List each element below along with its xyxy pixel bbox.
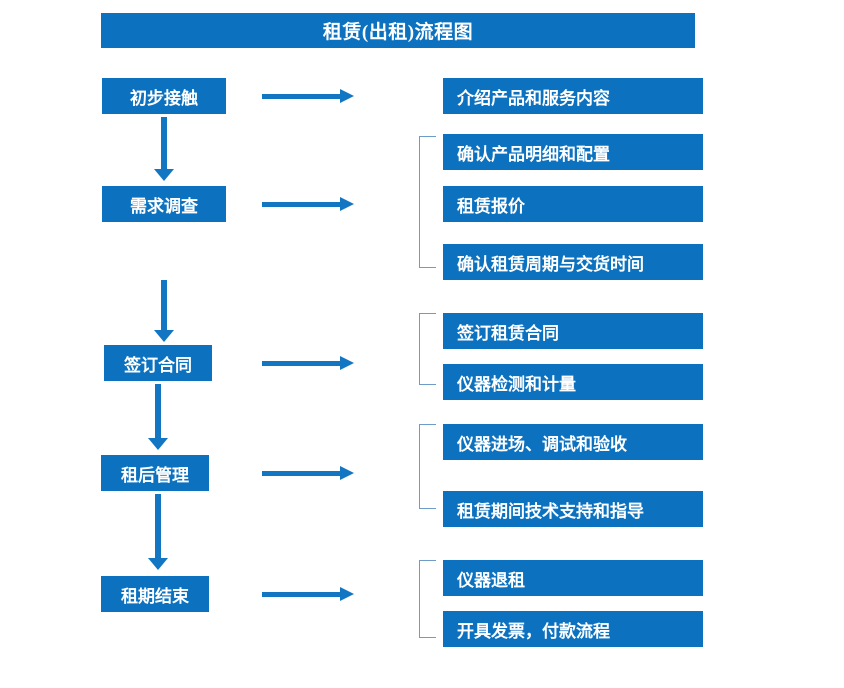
- arrow-head: [340, 197, 354, 211]
- arrow-shaft: [262, 592, 342, 597]
- group-bracket-xuqiu-diaocha: [419, 136, 436, 268]
- arrow-head: [148, 438, 168, 450]
- detail-box-kaiju-fapiao[interactable]: 开具发票，付款流程: [443, 611, 703, 647]
- arrow-shaft: [155, 384, 161, 438]
- stage-box-zuqi-jieshu[interactable]: 租期结束: [101, 576, 209, 612]
- group-bracket-qianding-hetong: [419, 313, 436, 385]
- horizontal-arrow-3: [262, 356, 354, 370]
- horizontal-arrow-1: [262, 89, 354, 103]
- arrow-head: [340, 89, 354, 103]
- arrow-head: [340, 356, 354, 370]
- arrow-head: [154, 169, 174, 181]
- detail-box-jieshao-chanpin[interactable]: 介绍产品和服务内容: [443, 78, 703, 114]
- stage-box-chubu-jiechu[interactable]: 初步接触: [102, 78, 226, 114]
- vertical-arrow-4: [148, 494, 168, 570]
- vertical-arrow-1: [154, 117, 174, 181]
- vertical-arrow-3: [148, 384, 168, 450]
- arrow-head: [340, 587, 354, 601]
- detail-box-yiqi-jiance-jiliang[interactable]: 仪器检测和计量: [443, 364, 703, 400]
- vertical-arrow-2: [154, 280, 174, 342]
- detail-box-qianding-zulin-hetong[interactable]: 签订租赁合同: [443, 313, 703, 349]
- stage-box-qianding-hetong[interactable]: 签订合同: [104, 345, 212, 381]
- horizontal-arrow-4: [262, 466, 354, 480]
- arrow-head: [148, 558, 168, 570]
- arrow-shaft: [155, 494, 161, 558]
- arrow-shaft: [262, 361, 342, 366]
- stage-box-zuhou-guanli[interactable]: 租后管理: [101, 455, 209, 491]
- arrow-head: [154, 330, 174, 342]
- detail-box-yiqi-jinchang-tiaoshi[interactable]: 仪器进场、调试和验收: [443, 424, 703, 460]
- detail-box-zulin-baojia[interactable]: 租赁报价: [443, 186, 703, 222]
- stage-box-xuqiu-diaocha[interactable]: 需求调查: [102, 186, 226, 222]
- flowchart-title: 租赁(出租)流程图: [101, 13, 695, 48]
- detail-box-zulin-qijian-jishu-zhichi[interactable]: 租赁期间技术支持和指导: [443, 491, 703, 527]
- group-bracket-zuqi-jieshu: [419, 560, 436, 638]
- horizontal-arrow-5: [262, 587, 354, 601]
- detail-box-queren-zulin-zhouqi[interactable]: 确认租赁周期与交货时间: [443, 244, 703, 280]
- arrow-shaft: [161, 280, 167, 330]
- detail-box-yiqi-tuizu[interactable]: 仪器退租: [443, 560, 703, 596]
- arrow-shaft: [161, 117, 167, 169]
- horizontal-arrow-2: [262, 197, 354, 211]
- arrow-head: [340, 466, 354, 480]
- detail-box-queren-chanpin-mingxi[interactable]: 确认产品明细和配置: [443, 134, 703, 170]
- group-bracket-zuhou-guanli: [419, 424, 436, 509]
- arrow-shaft: [262, 202, 342, 207]
- arrow-shaft: [262, 94, 342, 99]
- arrow-shaft: [262, 471, 342, 476]
